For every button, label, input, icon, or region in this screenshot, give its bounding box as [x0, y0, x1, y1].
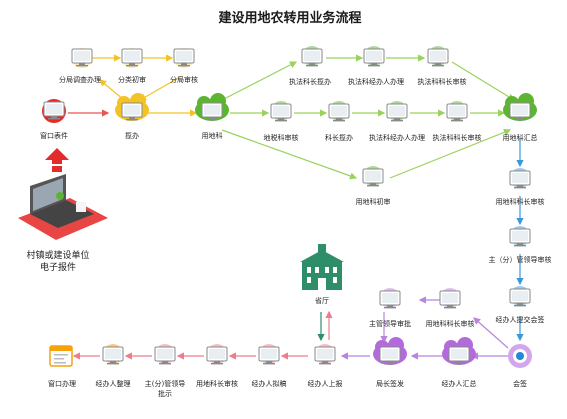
node-label-line2: 批示 — [158, 389, 172, 398]
node-label: 经办人整理 — [96, 379, 131, 388]
node-huiqian[interactable]: 会签 — [508, 344, 532, 388]
node-label: 执法科经办人办理 — [348, 77, 404, 86]
applicant-label-line2: 电子报件 — [40, 261, 76, 273]
node-zhu-lingdao-pishi[interactable]: 主(分)管领导 批示 — [145, 344, 185, 398]
node-dikuang-shenhe[interactable]: 地税科审核 — [264, 101, 299, 142]
node-label: 用地科 — [202, 131, 223, 140]
node-label: 执法科长揽办 — [289, 77, 331, 86]
node-label: 用地科长审核 — [196, 379, 238, 388]
connectors — [68, 54, 524, 360]
node-label: 分局审核 — [170, 75, 198, 84]
node-fenjv-diaocha[interactable]: 分局调查办理 — [59, 48, 101, 84]
node-label: 经办人拟稿 — [252, 379, 287, 388]
node-jbr-shangbao[interactable]: 经办人上报 — [308, 344, 343, 388]
node-label: 执法科科长审核 — [433, 133, 482, 142]
node-lanban[interactable]: 揽办 — [115, 93, 149, 140]
node-label: 用地科汇总 — [503, 133, 538, 142]
node-kezhang-lanban[interactable]: 科长揽办 — [325, 101, 353, 142]
node-label: 科长揽办 — [325, 133, 353, 142]
node-jbr-huizong[interactable]: 经办人汇总 — [442, 337, 477, 388]
node-yongdike-kezhang-shenhe3[interactable]: 用地科长审核 — [196, 344, 238, 388]
node-label: 主(分)管领导 — [145, 379, 185, 388]
node-shengting[interactable]: 省厅 — [300, 244, 344, 305]
node-label: 执法科科长审核 — [418, 77, 467, 86]
node-fenjv-shenhe[interactable]: 分局审核 — [170, 48, 198, 84]
node-label: 主管领导审批 — [369, 319, 411, 328]
node-jbr-tijiao-huiqian[interactable]: 经办人提交会签 — [496, 286, 545, 324]
node-zhifa-jbr-banli[interactable]: 执法科经办人办理 — [348, 46, 404, 86]
node-label: 地税科审核 — [264, 133, 299, 142]
building-icon — [300, 244, 344, 290]
node-fenlei-chushen[interactable]: 分类初审 — [118, 48, 146, 84]
node-label: 执法科经办人办理 — [369, 133, 425, 142]
node-label: 用地科初审 — [356, 197, 391, 206]
node-label: 分类初审 — [118, 75, 146, 84]
applicant-label-line1: 村镇或建设单位 — [26, 249, 89, 261]
node-yongdike-kezhang-shenhe2[interactable]: 用地科科长审核 — [426, 288, 475, 328]
node-label: 用地科科长审核 — [426, 319, 475, 328]
page-title: 建设用地农转用业务流程 — [218, 10, 361, 26]
node-jbr-zhengli[interactable]: 经办人整理 — [96, 344, 131, 388]
node-label: 省厅 — [315, 296, 329, 305]
node-juzhang-qianfa[interactable]: 局长签发 — [373, 337, 407, 388]
node-label: 窗口办理 — [48, 379, 76, 388]
node-yongdike-huizong[interactable]: 用地科汇总 — [503, 93, 538, 142]
node-label: 经办人提交会签 — [496, 315, 545, 324]
node-label: 会签 — [513, 379, 527, 388]
node-zhuguan-lingdao[interactable]: 主（分）管领导审核 — [489, 226, 552, 264]
node-yongdike-kezhang-shenhe[interactable]: 用地科科长审核 — [496, 168, 545, 206]
node-zhifa-jbr-banli2[interactable]: 执法科经办人办理 — [369, 101, 425, 142]
node-jbr-niji[interactable]: 经办人拟稿 — [252, 344, 287, 388]
node-zhifa-kezhang-lanban[interactable]: 执法科长揽办 — [289, 46, 331, 86]
node-label: 经办人上报 — [308, 379, 343, 388]
node-yongdike[interactable]: 用地科 — [195, 93, 229, 140]
node-label: 用地科科长审核 — [496, 197, 545, 206]
node-label: 窗口表件 — [40, 131, 68, 140]
node-label: 主（分）管领导审核 — [489, 255, 552, 264]
node-zhuguan-lingdao-shenpi[interactable]: 主管领导审批 — [369, 288, 411, 328]
node-label: 经办人汇总 — [442, 379, 477, 388]
node-label: 分局调查办理 — [59, 75, 101, 84]
node-yongdike-chushen[interactable]: 用地科初审 — [356, 166, 391, 206]
node-label: 局长签发 — [376, 379, 404, 388]
node-chuangkou-biaojian[interactable]: 窗口表件 — [40, 99, 68, 140]
node-label: 揽办 — [125, 131, 139, 140]
laptop-icon — [18, 174, 108, 240]
node-zhifa-kezhang-shenhe2[interactable]: 执法科科长审核 — [433, 101, 482, 142]
node-zhifa-kezhang-shenhe-top[interactable]: 执法科科长审核 — [418, 46, 467, 86]
node-chuangkou-banli[interactable]: 窗口办理 — [48, 345, 76, 388]
upload-arrow-icon — [45, 148, 69, 172]
